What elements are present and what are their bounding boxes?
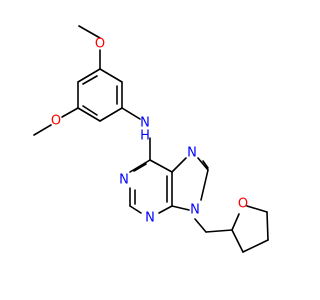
- bond: [202, 160, 209, 169]
- bond: [33, 124, 52, 136]
- bond: [158, 205, 173, 214]
- bond: [99, 107, 123, 122]
- bond: [205, 229, 233, 233]
- bond: [149, 159, 173, 173]
- bond: [194, 218, 207, 233]
- oxygen-atom-label: O: [95, 37, 105, 52]
- nitrogen-atom-label: N: [119, 173, 129, 188]
- molecule-structure: O O N H N N N N O: [33, 25, 269, 253]
- bond: [246, 205, 268, 213]
- nitrogen-atom-label: N: [145, 211, 155, 226]
- bond: [231, 229, 244, 253]
- bond: [78, 25, 101, 39]
- bond: [266, 211, 269, 241]
- dimethoxyphenyl-ring: [77, 68, 123, 122]
- bond: [121, 107, 141, 120]
- oxygen-atom-label: O: [51, 114, 61, 129]
- bond-double: [82, 105, 98, 116]
- bond: [197, 157, 209, 171]
- purine-pyrimidine-ring: [129, 159, 173, 214]
- bond-double: [133, 163, 147, 172]
- nitrogen-atom-label: N: [187, 146, 197, 161]
- bond: [129, 205, 142, 214]
- nitrogen-atom-label: N: [190, 203, 200, 218]
- purine-imidazole-ring: [171, 157, 209, 211]
- atom-labels: O O N H N N N N O: [51, 37, 248, 226]
- bond: [200, 169, 209, 201]
- amine-linkage: [121, 107, 151, 161]
- nitrogen-atom-label: N: [140, 116, 150, 131]
- bond: [242, 239, 269, 253]
- bond: [99, 68, 123, 83]
- bond: [61, 107, 79, 118]
- bond: [231, 213, 240, 231]
- oxygen-atom-label: O: [238, 197, 248, 212]
- methoxy-groups: [33, 25, 101, 136]
- bond: [171, 205, 190, 211]
- bond: [77, 107, 101, 122]
- bond: [171, 157, 187, 173]
- bond: [129, 159, 151, 173]
- bond: [77, 68, 101, 83]
- bond-double: [82, 75, 98, 85]
- hydrogen-atom-label: H: [140, 129, 150, 144]
- oxolanylmethyl-group: [194, 205, 269, 253]
